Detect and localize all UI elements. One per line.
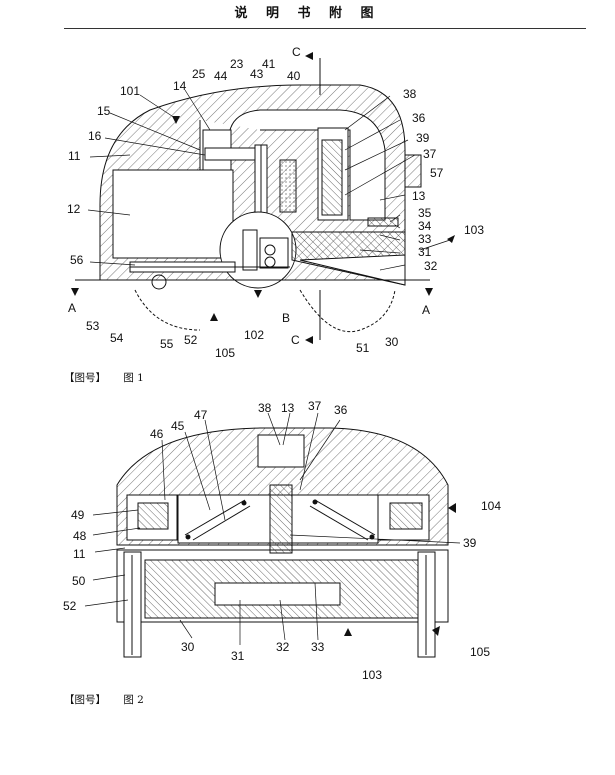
label-101: 101	[120, 84, 140, 98]
label-102: 102	[244, 328, 264, 342]
label-44: 44	[214, 69, 228, 83]
header-rule	[64, 28, 586, 29]
label-50: 50	[72, 574, 86, 588]
figure-1-drawing	[75, 58, 430, 340]
figure-1-labels: C 101 14 25 23 43 41 44 40 38 15 36 16 3…	[67, 45, 484, 360]
figure-2-caption: 【图号】 图 2	[64, 692, 144, 707]
label-23: 23	[230, 57, 244, 71]
label-c-top: C	[292, 45, 301, 59]
label-103-fig2: 103	[362, 668, 382, 682]
label-52-fig2: 52	[63, 599, 77, 613]
label-47: 47	[194, 408, 208, 422]
label-14: 14	[173, 79, 187, 93]
label-51: 51	[356, 341, 370, 355]
label-52-fig1: 52	[184, 333, 198, 347]
figure-2-labels: 38 13 37 36 47 45 46 49 104 48 39 11 50 …	[63, 399, 501, 682]
label-16: 16	[88, 129, 102, 143]
label-13-fig2: 13	[281, 401, 295, 415]
figure-1-arrows	[71, 52, 455, 344]
label-a-left: A	[68, 301, 76, 315]
label-33-fig2: 33	[311, 640, 325, 654]
label-15: 15	[97, 104, 111, 118]
label-31-fig2: 31	[231, 649, 245, 663]
label-104: 104	[481, 499, 501, 513]
label-45: 45	[171, 419, 185, 433]
label-40: 40	[287, 69, 301, 83]
label-11-fig1: 11	[68, 149, 81, 163]
label-46: 46	[150, 427, 164, 441]
label-103-fig1: 103	[464, 223, 484, 237]
label-105-fig1: 105	[215, 346, 235, 360]
label-36-fig2: 36	[334, 403, 348, 417]
label-49: 49	[71, 508, 85, 522]
label-12: 12	[67, 202, 81, 216]
label-38: 38	[403, 87, 417, 101]
page-header-title: 说 明 书 附 图	[234, 6, 381, 21]
figure-1-leaders	[87, 89, 451, 271]
figure-2-caption-label: 图 2	[123, 694, 144, 706]
label-54: 54	[110, 331, 124, 345]
figure-1-caption-label: 图 1	[123, 372, 144, 384]
label-55: 55	[160, 337, 174, 351]
label-13-fig1: 13	[412, 189, 426, 203]
label-105-fig2: 105	[470, 645, 490, 659]
label-31-fig1: 31	[418, 245, 432, 259]
label-39-fig2: 39	[463, 536, 477, 550]
label-b: B	[282, 311, 290, 325]
label-33-fig1: 33	[418, 232, 432, 246]
label-35: 35	[418, 206, 432, 220]
figure-1-caption-tag: 【图号】	[64, 372, 106, 384]
figure-2-caption-tag: 【图号】	[64, 694, 106, 706]
label-37-fig2: 37	[308, 399, 322, 413]
label-56: 56	[70, 253, 84, 267]
label-a-right: A	[422, 303, 430, 317]
label-43: 43	[250, 67, 264, 81]
label-11-fig2: 11	[73, 547, 86, 561]
label-38-fig2: 38	[258, 401, 272, 415]
label-32-fig2: 32	[276, 640, 290, 654]
figure-2-drawing	[116, 427, 449, 658]
figure-2-leaders	[84, 412, 461, 645]
label-34: 34	[418, 219, 432, 233]
label-48: 48	[73, 529, 87, 543]
label-32-fig1: 32	[424, 259, 438, 273]
label-39: 39	[416, 131, 430, 145]
label-41: 41	[262, 57, 276, 71]
label-57: 57	[430, 166, 444, 180]
label-53: 53	[86, 319, 100, 333]
label-37-fig1: 37	[423, 147, 437, 161]
label-30-fig2: 30	[181, 640, 195, 654]
figure-2-arrows	[344, 503, 456, 636]
label-30-fig1: 30	[385, 335, 399, 349]
label-25: 25	[192, 67, 206, 81]
label-c-bottom: C	[291, 333, 300, 347]
figure-1-caption: 【图号】 图 1	[64, 370, 144, 385]
label-36: 36	[412, 111, 426, 125]
